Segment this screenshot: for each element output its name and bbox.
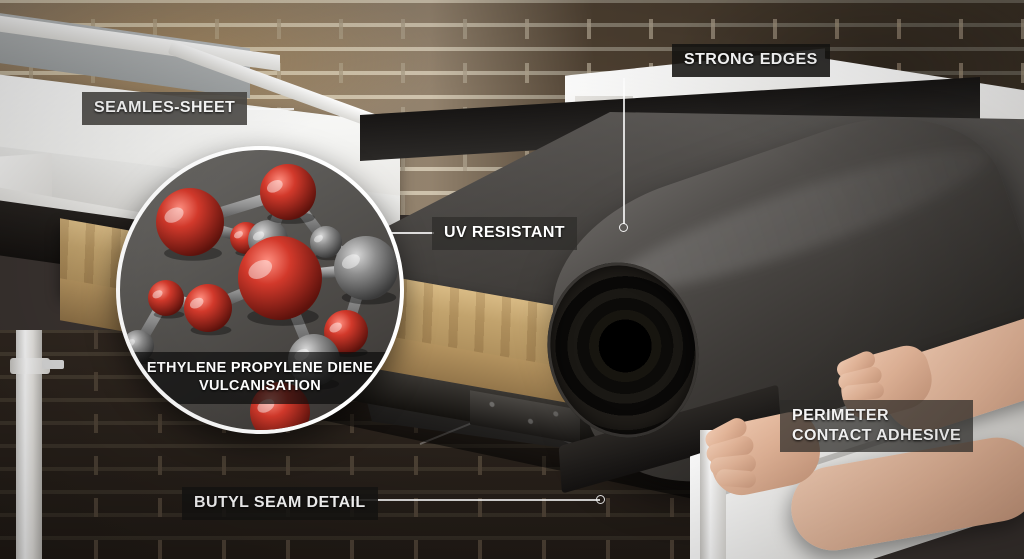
- molecule-atom-highlight: [164, 207, 184, 223]
- molecule-atom-grey: [334, 236, 398, 300]
- installer-lower-finger: [715, 468, 757, 489]
- callout-seamless-sheet: SEAMLES-SHEET: [82, 92, 248, 125]
- leader-line-uv-resistant: [392, 232, 434, 234]
- inset-caption-line2: VULCANISATION: [198, 378, 322, 395]
- leader-dot-butyl-seam: [596, 495, 605, 504]
- callout-strong-edges: STRONG EDGES: [672, 44, 830, 77]
- molecule-inset-circle: ETHYLENE PROPYLENE DIENE VULCANISATION: [116, 146, 404, 434]
- molecule-atom-red: [324, 310, 368, 354]
- molecule-atom-highlight: [233, 231, 243, 239]
- molecule-atom-grey: [310, 226, 342, 258]
- molecule-atom-red: [156, 188, 224, 256]
- molecule-atom-red: [148, 280, 184, 316]
- molecule-atom-highlight: [248, 259, 273, 279]
- molecule-atom-red: [238, 236, 322, 320]
- leader-line-strong-edges: [623, 78, 625, 224]
- downpipe-bracket: [42, 360, 64, 369]
- callout-uv-resistant: UV RESISTANT: [432, 217, 577, 250]
- molecule-atom-highlight: [152, 290, 163, 299]
- leader-dot-strong-edges: [619, 223, 628, 232]
- leader-line-seamless-sheet: [222, 108, 294, 110]
- inset-caption-line1: ETHYLENE PROPYLENE DIENE: [146, 359, 374, 376]
- downpipe-collar: [10, 358, 50, 374]
- molecule-atom-highlight: [313, 235, 323, 243]
- molecule-atom-highlight: [189, 297, 204, 309]
- callout-butyl-seam-detail: BUTYL SEAM DETAIL: [182, 487, 378, 520]
- molecule-atom-red: [260, 164, 316, 220]
- molecule-atom-highlight: [341, 254, 360, 269]
- molecule-atom-red: [184, 284, 232, 332]
- molecule-atom-highlight: [252, 231, 265, 241]
- callout-perimeter-contact-adhesive: PERIMETER CONTACT ADHESIVE: [780, 400, 974, 453]
- molecule-atom-highlight: [266, 179, 283, 193]
- inset-caption: ETHYLENE PROPYLENE DIENE VULCANISATION: [120, 351, 400, 404]
- leader-line-butyl-seam: [342, 499, 600, 501]
- molecule-atom-highlight: [329, 322, 342, 333]
